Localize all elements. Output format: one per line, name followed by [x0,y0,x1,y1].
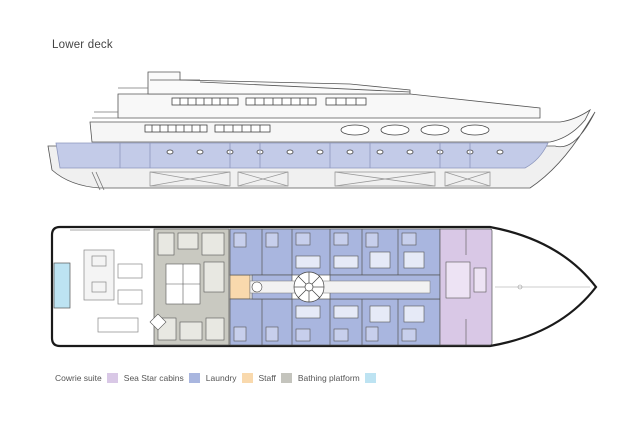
legend-label: Cowrie suite [55,373,102,383]
stern-ladder [91,171,105,191]
legend-item-cowrie: Cowrie suite [55,373,118,383]
legend-item-sea-star: Sea Star cabins [124,373,200,383]
aft-area [70,229,150,333]
railings [92,87,148,119]
small-hatch [251,281,263,293]
laundry-area [229,274,251,300]
legend-item-bathing: Bathing platform [298,373,376,383]
legend-swatch [280,373,292,383]
deck-plan [50,225,598,348]
legend-swatch [106,373,118,383]
cabin-bathrooms [233,232,417,342]
bathing-platform [53,262,71,309]
legend-swatch [364,373,376,383]
spiral-staircase [293,271,325,303]
legend-swatch [241,373,253,383]
legend-label: Staff [258,373,276,383]
top-deck [147,71,411,95]
legend-label: Bathing platform [297,373,360,383]
upper-deck-windows [171,97,367,106]
main-deck-windows [144,124,490,136]
side-profile [47,71,596,191]
hull-structure [149,171,491,187]
staff-details [149,232,225,341]
legend-item-staff: Staff [259,373,292,383]
legend-label: Laundry [205,373,237,383]
legend-label: Sea Star cabins [123,373,184,383]
main-deck [89,108,592,143]
central-corridor [249,280,431,294]
cabin-beds [295,251,425,323]
cowrie-details [445,229,487,345]
legend-item-laundry: Laundry [206,373,253,383]
legend: Cowrie suite Sea Star cabins Laundry Sta… [55,373,382,383]
legend-swatch [188,373,200,383]
page-title: Lower deck [52,39,113,51]
upper-deck [117,93,541,119]
hull-frames [119,143,471,168]
hull-band [55,142,549,169]
bow-details [495,284,590,290]
